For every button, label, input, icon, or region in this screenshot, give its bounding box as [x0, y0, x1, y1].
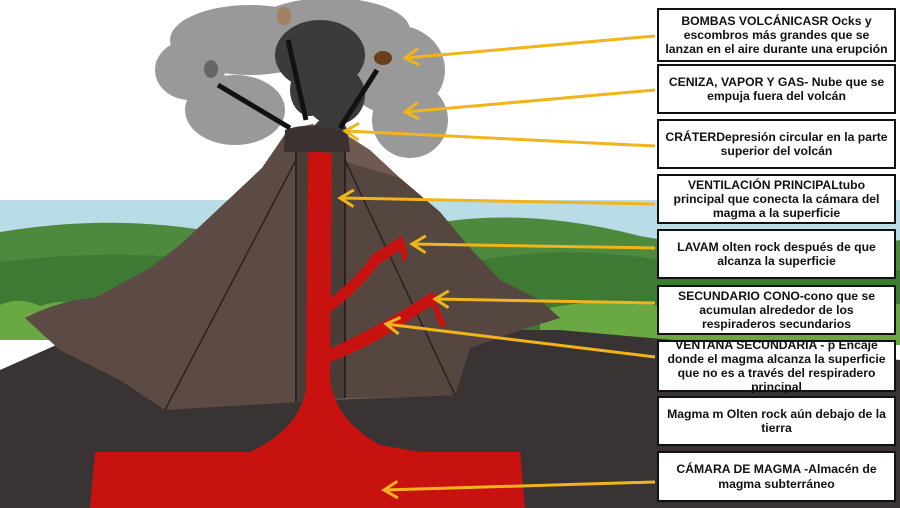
volcano-left-face [25, 130, 300, 410]
label-magma: Magma m Olten rock aún debajo de la tier… [657, 396, 896, 446]
arrowhead-ventana [383, 315, 402, 336]
label-ventana: VENTANA SECUNDARIA - p Encaje donde el m… [657, 337, 896, 395]
arrowhead-bombas [402, 47, 420, 67]
lava-flow-lower [430, 292, 446, 328]
label-camara: CÁMARA DE MAGMA -Almacén de magma subter… [657, 451, 896, 502]
arrow-camara [383, 480, 656, 492]
label-magma-text: Magma m Olten rock aún debajo de la tier… [667, 406, 886, 435]
label-crater-text: CRÁTERDepresión circular en la parte sup… [665, 129, 888, 158]
secondary-vent-lower [328, 292, 440, 362]
arrowhead-ceniza [402, 101, 420, 121]
label-crater: CRÁTERDepresión circular en la parte sup… [657, 119, 896, 169]
volcano-right-face [340, 160, 560, 398]
volcanic-bombs [204, 7, 392, 131]
magma-chamber [90, 452, 525, 508]
arrow-ventilacion [339, 196, 656, 206]
label-bombas: BOMBAS VOLCÁNICASR Ocks y escombros más … [657, 8, 896, 62]
label-camara-text: CÁMARA DE MAGMA -Almacén de magma subter… [676, 462, 877, 491]
label-secundario-text: SECUNDARIO CONO-cono que se acumulan alr… [677, 288, 876, 332]
arrow-lava [411, 242, 656, 250]
arrowhead-secundario [432, 289, 450, 309]
arrowhead-lava [409, 234, 427, 254]
callout-arrows [337, 34, 656, 500]
label-ventana-text: VENTANA SECUNDARIA - p Encaje donde el m… [667, 337, 886, 395]
label-secundario: SECUNDARIO CONO-cono que se acumulan alr… [657, 285, 896, 335]
arrowhead-crater [342, 121, 360, 142]
arrow-bombas [404, 34, 656, 60]
label-ceniza-text: CENIZA, VAPOR Y GAS- Nube que se empuja … [668, 74, 885, 103]
label-lava-text: LAVAM olten rock después de que alcanza … [677, 239, 876, 268]
secondary-vent-upper [328, 236, 406, 312]
arrowhead-ventilacion [337, 188, 355, 208]
crater [284, 125, 350, 152]
label-ventilacion-text: VENTILACIÓN PRINCIPALtubo principal que … [673, 177, 880, 221]
ash-cloud [155, 0, 448, 158]
label-ceniza: CENIZA, VAPOR Y GAS- Nube que se empuja … [657, 64, 896, 114]
volcano-ridge-left [164, 159, 297, 411]
arrow-ventana [385, 322, 656, 359]
label-lava: LAVAM olten rock después de que alcanza … [657, 229, 896, 279]
arrow-ceniza [404, 88, 656, 114]
arrowhead-camara [381, 479, 399, 500]
arrow-crater [344, 129, 656, 148]
arrow-secundario [434, 297, 656, 305]
label-bombas-text: BOMBAS VOLCÁNICASR Ocks y escombros más … [665, 13, 888, 57]
label-ventilacion: VENTILACIÓN PRINCIPALtubo principal que … [657, 174, 896, 224]
lava-flow-upper [398, 236, 408, 262]
